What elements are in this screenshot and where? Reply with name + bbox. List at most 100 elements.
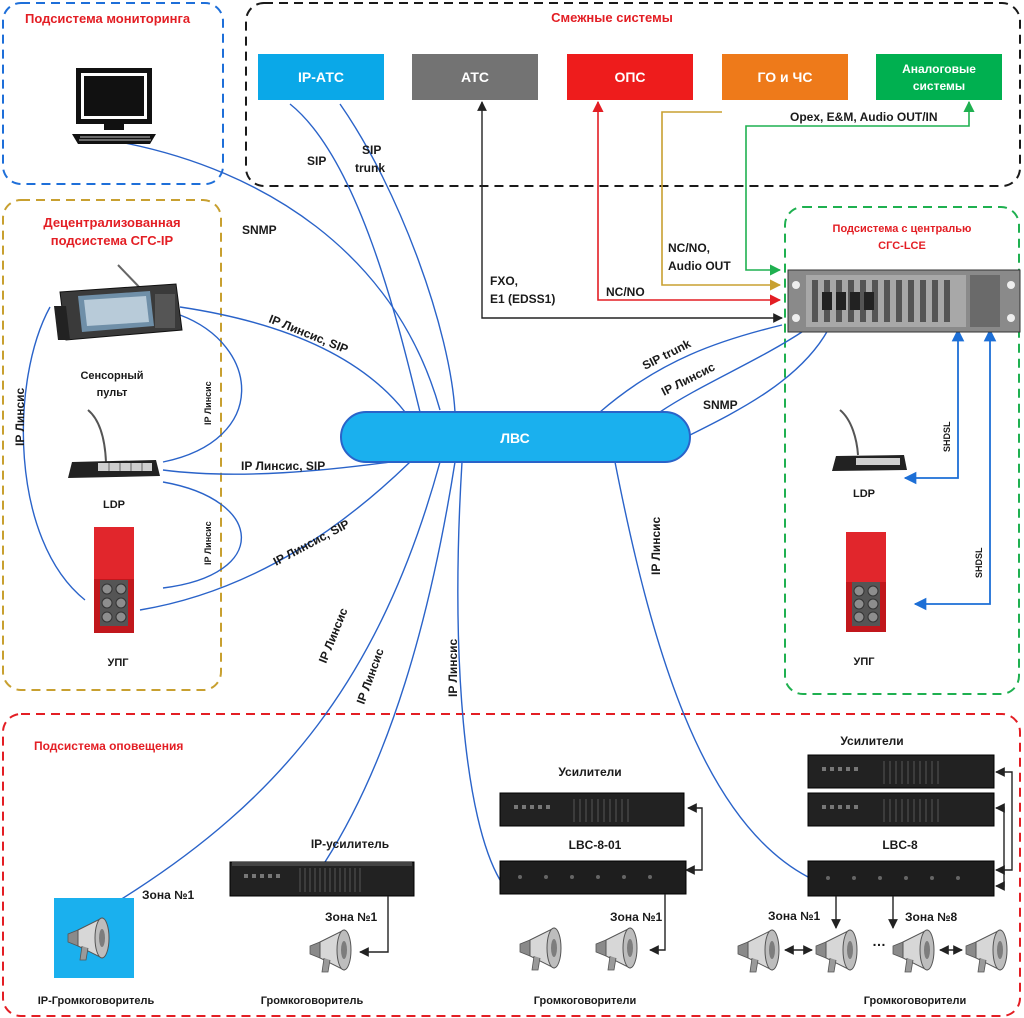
label-ncno-2: Audio OUT: [668, 259, 731, 273]
notification-group: [2, 713, 1021, 1017]
ats-label: АТС: [461, 69, 489, 85]
speaker-right-4-icon: [965, 929, 1008, 973]
upg-left-icon: [94, 527, 134, 633]
label-ip-linsis-d4: IP Линсис: [649, 516, 663, 575]
label-fxo-2: E1 (EDSS1): [490, 292, 555, 306]
decentral-group: [2, 199, 222, 691]
label-ip-linsis-small-2: IP Линсис: [203, 521, 213, 565]
label-sip-trunk-right: SIP trunk: [640, 336, 693, 372]
label-ip-linsis-small-1: IP Линсис: [203, 381, 213, 425]
analog-label-2: системы: [913, 79, 965, 93]
lbc8-label: LBC-8: [882, 838, 918, 852]
link-panel-ldp: [162, 314, 243, 463]
ip-amp-to-speaker-line: [359, 896, 389, 957]
ldp-left-icon: [68, 409, 160, 478]
monitoring-group: [2, 2, 224, 185]
ldp-right-icon: [832, 409, 907, 471]
lbc801-unit-icon: [499, 860, 687, 895]
label-opex: Opex, E&M, Audio OUT/IN: [790, 110, 938, 124]
label-ip-linsis-d2: IP Линсис: [354, 646, 387, 706]
label-shdsl-1: SHDSL: [942, 421, 952, 452]
link-ldp-lan: [162, 461, 391, 475]
central-title-1: Подсистема с централью: [833, 223, 972, 235]
decentral-title-1: Децентрализованная: [43, 215, 180, 230]
label-sip-trunk-2: trunk: [355, 161, 385, 175]
lbc801-amp-loop: [685, 803, 703, 875]
link-lan-central-1: [599, 324, 783, 413]
ip-amp-icon: [229, 861, 415, 897]
analog-box: [876, 54, 1002, 100]
ops-link-line: [592, 100, 782, 306]
adjacent-title: Смежные системы: [551, 10, 673, 25]
go-link-line: [661, 111, 782, 291]
speaker-right-1-icon: [737, 929, 780, 973]
lce-central-unit-icon: [787, 269, 1021, 333]
label-ncno-1: NC/NO,: [668, 241, 710, 255]
zone-label-ip-amp: Зона №1: [325, 910, 377, 924]
amplifier-right-2-icon: [807, 792, 995, 827]
touch-panel-label-1: Сенсорный: [80, 370, 143, 382]
speaker-right-3-icon: [892, 929, 935, 973]
ops-label: ОПС: [614, 69, 645, 85]
label-fxo-1: FXO,: [490, 274, 518, 288]
amplifier-mid-icon: [499, 792, 685, 827]
link-panel-lan: [179, 306, 406, 413]
shdsl-upg-line: [913, 328, 997, 611]
label-ip-linsis-vert: IP Линсис: [13, 387, 27, 446]
link-lan-ipamp: [324, 461, 456, 863]
link-panel-upg: [22, 306, 86, 601]
touch-panel-label-2: пульт: [97, 387, 128, 399]
label-ncno: NC/NO: [606, 285, 645, 299]
label-ip-sip-3: IP Линсис, SIP: [271, 517, 352, 569]
zone-label-lbc8-1: Зона №1: [768, 909, 820, 923]
link-lan-lbc801: [457, 461, 501, 881]
go-box: [722, 54, 848, 100]
zone-label-lbc8-8: Зона №8: [905, 910, 957, 924]
speaker-right-2-icon: [815, 929, 858, 973]
label-sip-trunk-1: SIP: [362, 143, 381, 157]
decentral-title-2: подсистема СГС-IP: [51, 233, 174, 248]
label-ip-sip-1: IP Линсис, SIP: [267, 312, 350, 357]
upg-right-label: УПГ: [854, 656, 876, 668]
label-sip: SIP: [307, 154, 326, 168]
computer-icon: [72, 68, 156, 144]
touch-panel-icon: [54, 264, 183, 341]
speaker-single-icon: [309, 929, 352, 973]
notification-title: Подсистема оповещения: [34, 739, 183, 753]
link-ipats-lan-2: [339, 103, 456, 413]
speaker-single-label: Громкоговоритель: [261, 995, 364, 1007]
label-ip-linsis-d3: IP Линсис: [446, 638, 460, 697]
link-lan-central-3: [689, 329, 829, 436]
go-label: ГО и ЧС: [758, 69, 813, 85]
ipats-label: IP-АТС: [298, 69, 344, 85]
amplifiers-right-label: Усилители: [840, 734, 903, 748]
speaker-chain-dots: …: [872, 933, 886, 949]
label-ip-linsis-d1: IP Линсис: [316, 606, 351, 666]
lbc801-label: LBC-8-01: [569, 838, 622, 852]
speaker-mid-2-icon: [595, 927, 638, 971]
shdsl-ldp-line: [903, 328, 965, 485]
ipats-box: [258, 54, 384, 100]
link-lan-lbc8: [614, 461, 809, 878]
amplifier-right-1-icon: [807, 754, 995, 789]
link-lan-ipspeaker: [119, 461, 441, 901]
speakers-right-label: Громкоговорители: [864, 995, 967, 1007]
central-title-2: СГС-LCE: [878, 240, 926, 252]
link-ipats-lan-1: [289, 103, 421, 413]
ats-box: [412, 54, 538, 100]
label-ip-sip-2: IP Линсис, SIP: [241, 459, 325, 473]
label-snmp-right: SNMP: [703, 398, 738, 412]
ldp-left-label: LDP: [103, 499, 125, 511]
ldp-right-label: LDP: [853, 488, 875, 500]
link-ldp-upg: [162, 481, 242, 589]
analog-label-1: Аналоговые: [902, 62, 976, 76]
lan-hub: [340, 411, 691, 463]
zone-label-ip-speaker: Зона №1: [142, 888, 194, 902]
ops-box: [567, 54, 693, 100]
lan-hub-label: ЛВС: [500, 430, 530, 446]
ats-link-line: [477, 101, 783, 323]
link-monitor-lan: [124, 142, 441, 411]
ip-speaker-label: IP-Громкоговоритель: [38, 995, 155, 1007]
monitoring-title: Подсистема мониторинга: [25, 11, 191, 26]
